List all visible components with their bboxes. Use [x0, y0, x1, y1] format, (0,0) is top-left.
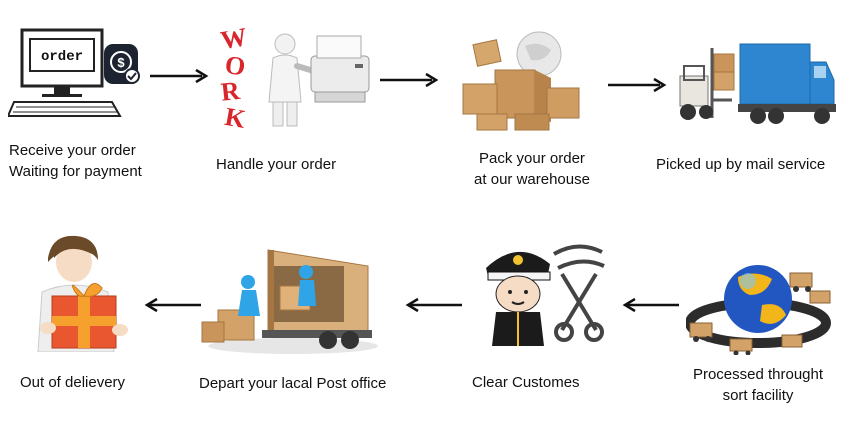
caption-line: Pack your order: [479, 150, 585, 167]
gift-person-icon: [18, 232, 133, 352]
work-letter: W: [219, 22, 250, 55]
arrow-right-icon: [150, 68, 210, 84]
caption-line: at our warehouse: [474, 171, 590, 188]
work-letter: O: [223, 50, 247, 82]
caption-deliver: Out of delievery: [20, 372, 125, 393]
delivery-truck-icon: [198, 246, 378, 356]
arrow-right-icon: [380, 72, 440, 88]
caption-sort: Processed throught sort facility: [686, 364, 830, 406]
caption-line: sort facility: [722, 387, 794, 404]
caption-depart: Depart your lacal Post office: [199, 373, 386, 394]
caption-line: Processed throught: [692, 366, 824, 383]
work-letter: R: [219, 76, 241, 107]
caption-line: Receive your order: [9, 142, 136, 159]
arrow-left-icon: [404, 297, 464, 313]
caption-receive: Receive your order Waiting for payment: [9, 140, 142, 182]
arrow-left-icon: [143, 297, 203, 313]
arrow-right-icon: [608, 77, 668, 93]
work-printer-icon: W O R K: [215, 22, 375, 130]
caption-line: Out of delievery: [20, 374, 126, 391]
caption-line: Picked up by mail service: [656, 156, 826, 173]
work-letter: K: [223, 102, 249, 130]
globe-trucks-icon: [686, 255, 836, 355]
caption-line: Handle your order: [216, 156, 337, 173]
caption-line: Clear Customes: [472, 374, 580, 391]
caption-pack: Pack your order at our warehouse: [462, 148, 602, 190]
svg-text:$: $: [117, 55, 125, 70]
caption-line: Depart your lacal Post office: [199, 375, 387, 392]
arrow-left-icon: [621, 297, 681, 313]
caption-customs: Clear Customes: [472, 372, 580, 393]
customs-officer-icon: [478, 234, 608, 349]
boxes-globe-icon: [455, 22, 585, 132]
computer-order-icon: order $: [8, 26, 143, 118]
screen-text: order: [41, 49, 83, 65]
forklift-truck-icon: [672, 40, 837, 130]
caption-handle: Handle your order: [216, 154, 336, 175]
caption-line: Waiting for payment: [9, 163, 142, 180]
caption-pickup: Picked up by mail service: [656, 154, 825, 175]
